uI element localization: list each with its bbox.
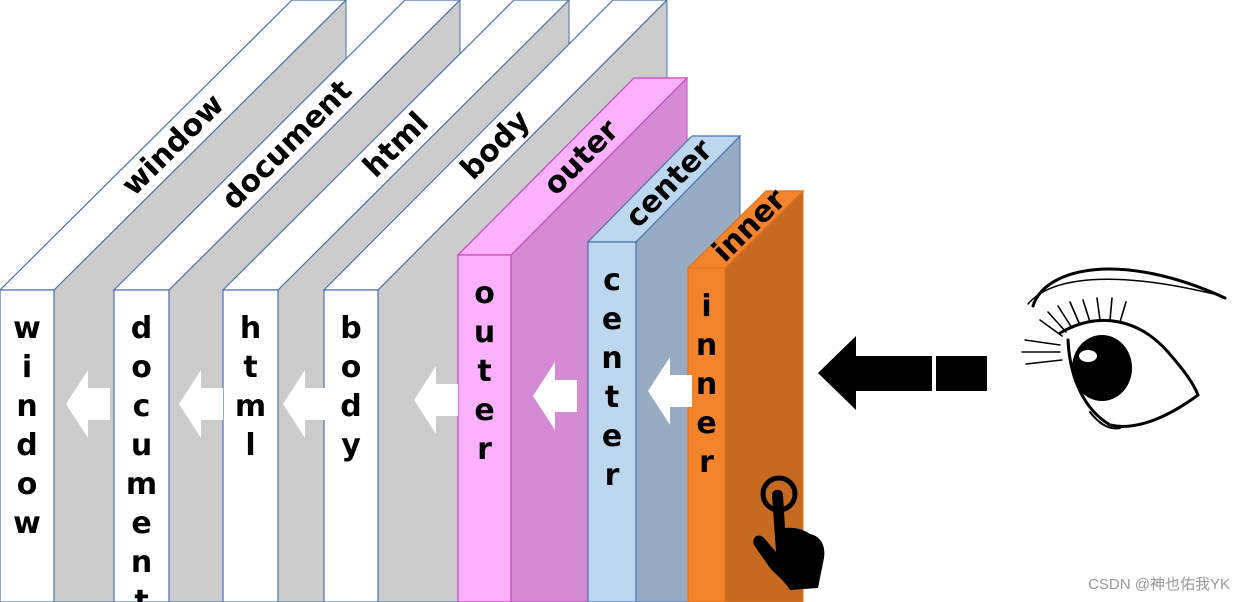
layer-inner-front — [687, 267, 726, 602]
propagation-arrow-2 — [179, 370, 223, 438]
layer-window-front — [0, 289, 55, 602]
pointing-hand-icon — [753, 475, 825, 590]
propagation-arrows — [66, 357, 692, 438]
propagation-arrow-4 — [414, 366, 458, 434]
propagation-arrow-3 — [283, 370, 327, 438]
layer-outer-front — [457, 254, 512, 602]
layer-body-front — [323, 289, 379, 602]
layer-center-front — [587, 241, 637, 602]
layer-html-front — [222, 289, 279, 602]
propagation-arrow-5 — [533, 362, 577, 430]
csdn-watermark: CSDN @神也佑我YK — [1088, 576, 1230, 593]
propagation-arrow-1 — [66, 370, 110, 438]
view-direction-arrow — [818, 336, 987, 410]
layer-document-front — [113, 289, 170, 602]
eye-icon — [1021, 267, 1227, 430]
propagation-arrow-6 — [648, 357, 692, 425]
